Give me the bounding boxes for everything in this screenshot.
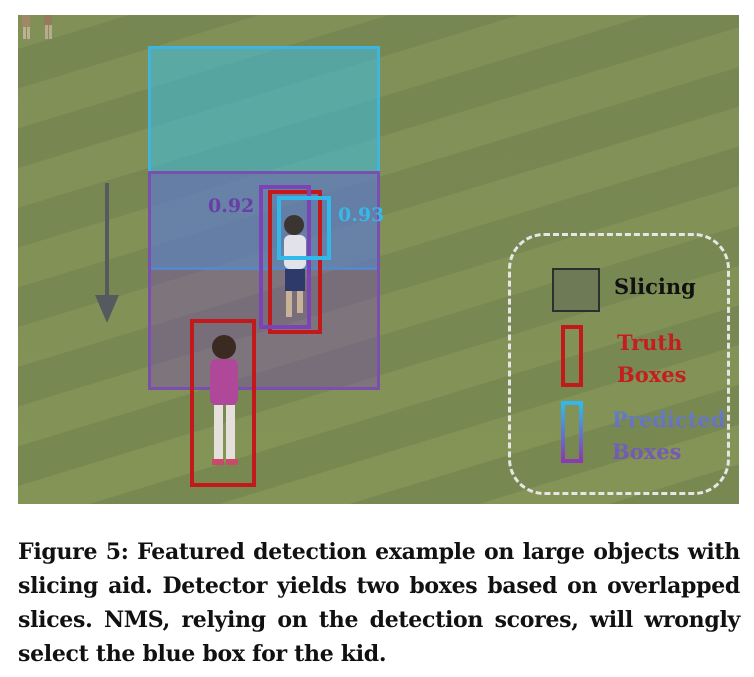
legend-label-predicted-line1: Predicted — [612, 407, 726, 432]
truth-box-runner — [268, 190, 322, 334]
legend-label-truth-line1: Truth — [617, 330, 683, 355]
legend-label-predicted: Predicted Boxes — [612, 404, 732, 468]
legend-label-slicing: Slicing — [614, 274, 696, 299]
predicted-box-blue — [277, 196, 331, 260]
girl-kid-image — [210, 335, 238, 465]
detection-figure: 0.92 0.93 Slicing Truth Boxes Predicted … — [18, 15, 739, 504]
legend-label-truth-line2: Boxes — [617, 362, 687, 387]
predicted-box-swatch-icon — [561, 401, 583, 463]
figure-caption: Figure 5: Featured detection example on … — [18, 539, 740, 667]
legend-label-predicted-line2: Boxes — [612, 439, 682, 464]
legend-label-truth: Truth Boxes — [617, 327, 727, 391]
slicing-swatch-icon — [552, 268, 600, 312]
legend: Slicing Truth Boxes Predicted Boxes — [508, 233, 730, 495]
truth-box-girl — [190, 319, 256, 487]
truth-box-swatch-icon — [561, 325, 583, 387]
distant-people-image — [22, 15, 52, 39]
running-kid-image — [284, 215, 306, 317]
score-label-blue: 0.93 — [338, 204, 385, 226]
slice-region-top — [148, 46, 380, 270]
slice-region-bottom — [148, 171, 380, 390]
down-arrow-icon — [95, 183, 119, 323]
score-label-purple: 0.92 — [208, 195, 255, 217]
